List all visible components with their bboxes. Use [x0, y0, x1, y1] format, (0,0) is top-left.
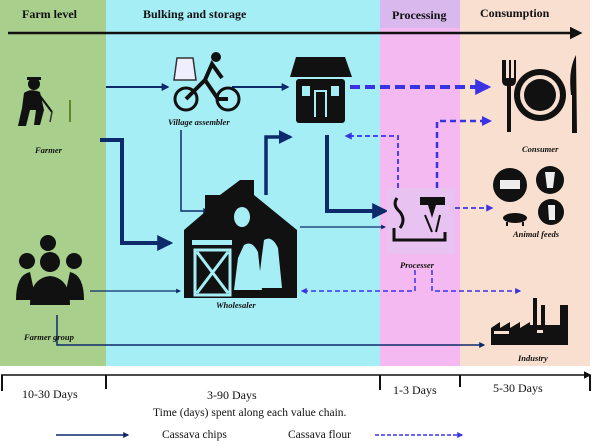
wholesaler-label: Wholesaler [216, 300, 256, 310]
farmer-group-label: Farmer group [23, 332, 74, 342]
animal-feeds-label: Animal feeds [512, 229, 560, 239]
cassava-chips-flows [56, 83, 486, 348]
consumer-plate-cutlery-icon [502, 55, 577, 133]
stage-label-farm: Farm level [22, 7, 78, 21]
duration-bulking: 3-90 Days [207, 388, 257, 402]
bicycle-icon [173, 52, 241, 112]
processer-label: Processer [400, 260, 435, 270]
duration-farm: 10-30 Days [22, 387, 78, 401]
retailer-store-icon [290, 57, 352, 123]
duration-processing: 1-3 Days [393, 383, 437, 397]
stage-label-bulking: Bulking and storage [143, 7, 247, 21]
farmer-group-people-icon [16, 235, 84, 305]
farmer-icon [18, 77, 71, 126]
cassava-flour-flows [300, 79, 522, 294]
retailer-label: Retailer [305, 115, 335, 125]
processer-mill-icon [387, 188, 455, 254]
legend-flour-label: Cassava flour [288, 429, 351, 441]
farmer-label: Farmer [34, 145, 63, 155]
stage-label-consumption: Consumption [480, 6, 550, 20]
industry-label: Industry [517, 353, 548, 363]
village-assembler-label: Village assembler [168, 117, 230, 127]
timeline-caption: Time (days) spent along each value chain… [153, 407, 347, 419]
consumer-label: Consumer [522, 144, 559, 154]
legend-chips-label: Cassava chips [162, 429, 227, 441]
timeline-axis [1, 371, 592, 391]
stage-band-processing [380, 0, 460, 366]
duration-consumption: 5-30 Days [493, 381, 543, 395]
industry-factory-icon [491, 298, 568, 345]
stage-band-farm [0, 0, 106, 366]
wholesaler-warehouse-icon [184, 180, 297, 298]
animal-feeds-livestock-icon [493, 166, 564, 226]
stage-label-processing: Processing [392, 8, 446, 22]
